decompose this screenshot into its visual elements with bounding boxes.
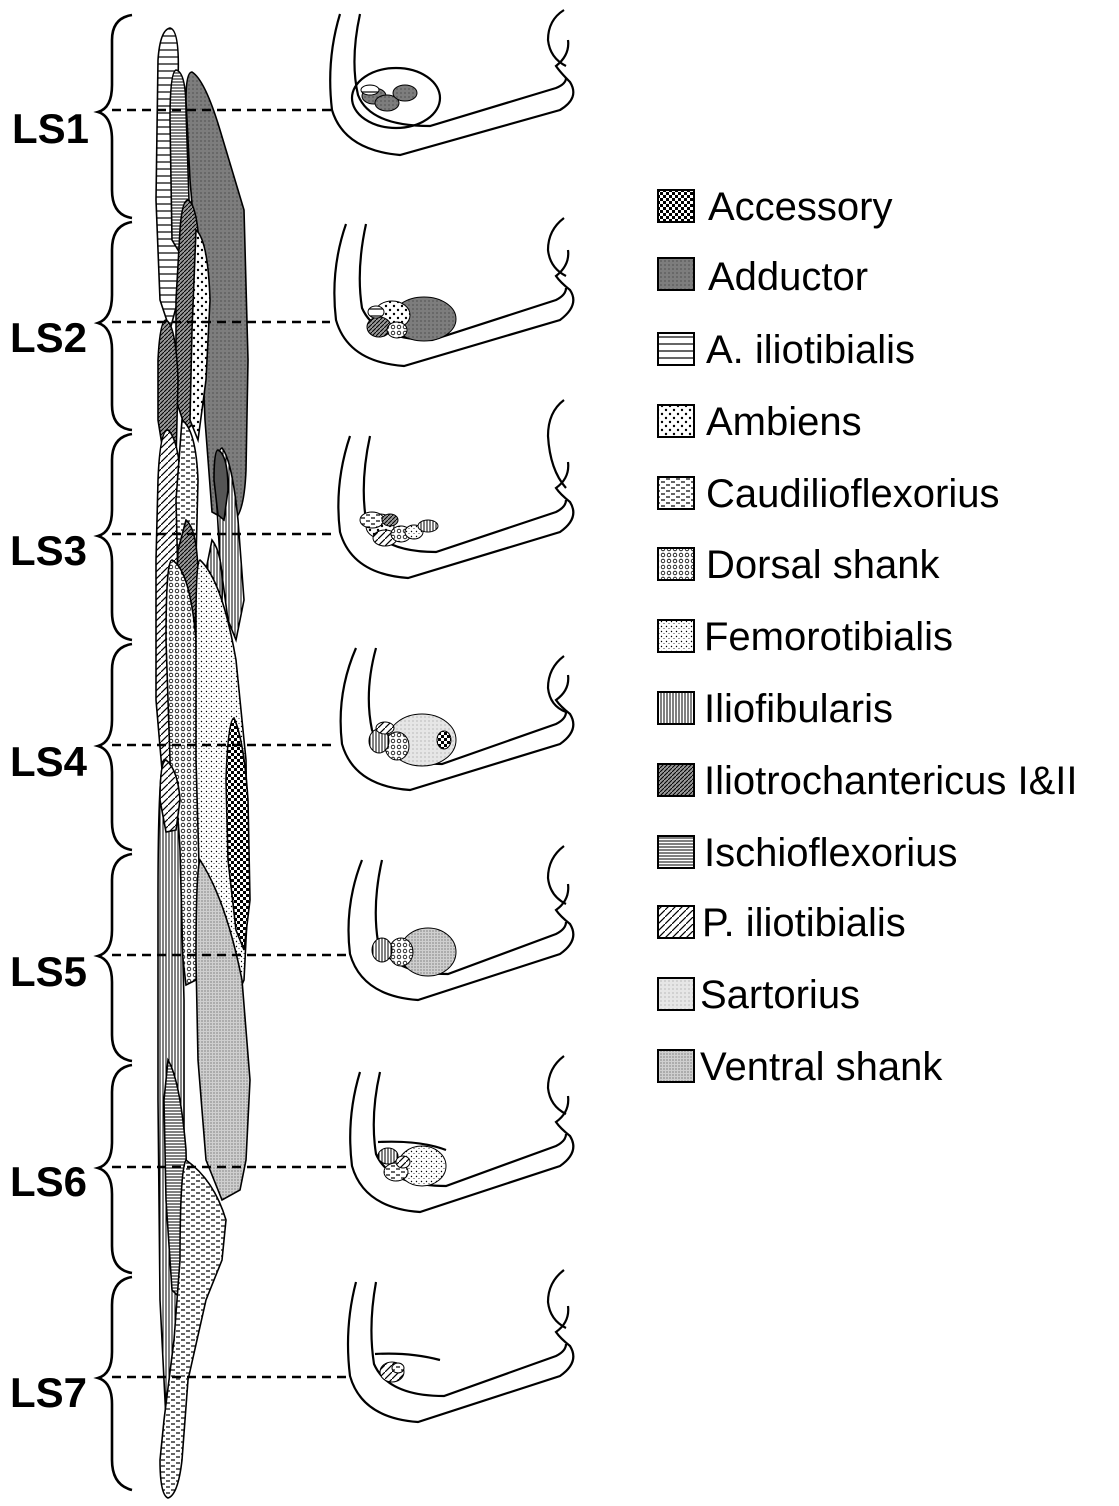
section-ls5-iliofibularis [372,938,392,962]
legend-label: Adductor [708,255,868,299]
legend-label: Iliotrochantericus I&II [704,759,1078,803]
legend-item-caudilioflexorius: Caudilioflexorius [658,472,999,516]
legend-label: P. iliotibialis [702,901,906,945]
legend-label: Femorotibialis [704,615,953,659]
section-ls4-accessory [437,731,451,749]
brace-ls1 [98,15,132,218]
motor-columns [156,28,250,1498]
segment-label: LS7 [10,1369,87,1416]
brace-ls4 [98,644,132,850]
section-ls7-pool-b [392,1363,404,1373]
section-ls4-p-iliotibialis [376,722,394,734]
brace-ls6 [98,1065,132,1273]
section-ls3-iliofibularis [418,520,438,532]
legend-label: Accessory [708,185,893,229]
section-ls5-dorsal [389,938,413,966]
legend-item-accessory: Accessory [658,185,893,229]
segment-label: LS2 [10,314,87,361]
cross-section-ls6 [350,1056,573,1212]
legend-label: Ischioflexorius [704,831,957,875]
legend-item-sartorius: Sartorius [658,973,860,1017]
legend-label: Iliofibularis [704,687,893,731]
brace-ls5 [98,854,132,1061]
cross-section-ls2 [334,218,573,366]
legend-label: Sartorius [700,973,860,1017]
legend-item-ischioflexorius: Ischioflexorius [658,831,957,875]
segment-label: LS5 [10,948,87,995]
segment-labels: LS1 LS2 LS3 LS4 LS5 LS6 LS7 [10,105,89,1416]
legend-item-adductor: Adductor [658,255,868,299]
legend-item-p-iliotibialis: P. iliotibialis [658,901,906,945]
section-ls2-dorsal [387,322,407,338]
cross-section-ls7 [348,1270,573,1422]
section-ls6-ischioflexorius [378,1148,398,1164]
segment-label: LS1 [12,105,89,152]
section-ls2-a-iliotibialis [368,306,384,318]
legend-item-femorotibialis: Femorotibialis [658,615,953,659]
cross-sections [330,10,573,1422]
segment-braces [98,15,132,1490]
section-ls1-pool-c [393,85,417,101]
cross-section-ls1 [330,10,573,155]
section-ls1-pool-d [361,85,379,95]
legend-label: Caudilioflexorius [706,472,999,516]
brace-ls2 [98,222,132,430]
legend-item-iliofibularis: Iliofibularis [658,687,893,731]
section-ls6-p-iliotibialis [396,1156,410,1168]
legend-label: Ambiens [706,400,862,444]
legend-label: Ventral shank [700,1045,943,1089]
section-ls3-caudilioflexorius [360,512,384,528]
legend-item-dorsal-shank: Dorsal shank [658,543,940,587]
segment-label: LS6 [10,1158,87,1205]
segment-label: LS3 [10,527,87,574]
cross-section-ls5 [349,846,574,1000]
cross-section-ls3 [338,400,573,578]
legend: Accessory Adductor A. iliotibialis Ambie… [658,185,1078,1089]
legend-label: A. iliotibialis [706,328,915,372]
legend-label: Dorsal shank [706,543,940,587]
cross-section-ls4 [341,648,574,790]
legend-item-a-iliotibialis: A. iliotibialis [658,328,915,372]
legend-item-iliotrochantericus: Iliotrochantericus I&II [658,759,1078,803]
legend-item-ambiens: Ambiens [658,400,862,444]
section-ls3-accessory [382,514,398,526]
brace-ls7 [98,1277,132,1490]
segment-label: LS4 [10,738,88,785]
legend-item-ventral-shank: Ventral shank [658,1045,943,1089]
brace-ls3 [98,434,132,640]
